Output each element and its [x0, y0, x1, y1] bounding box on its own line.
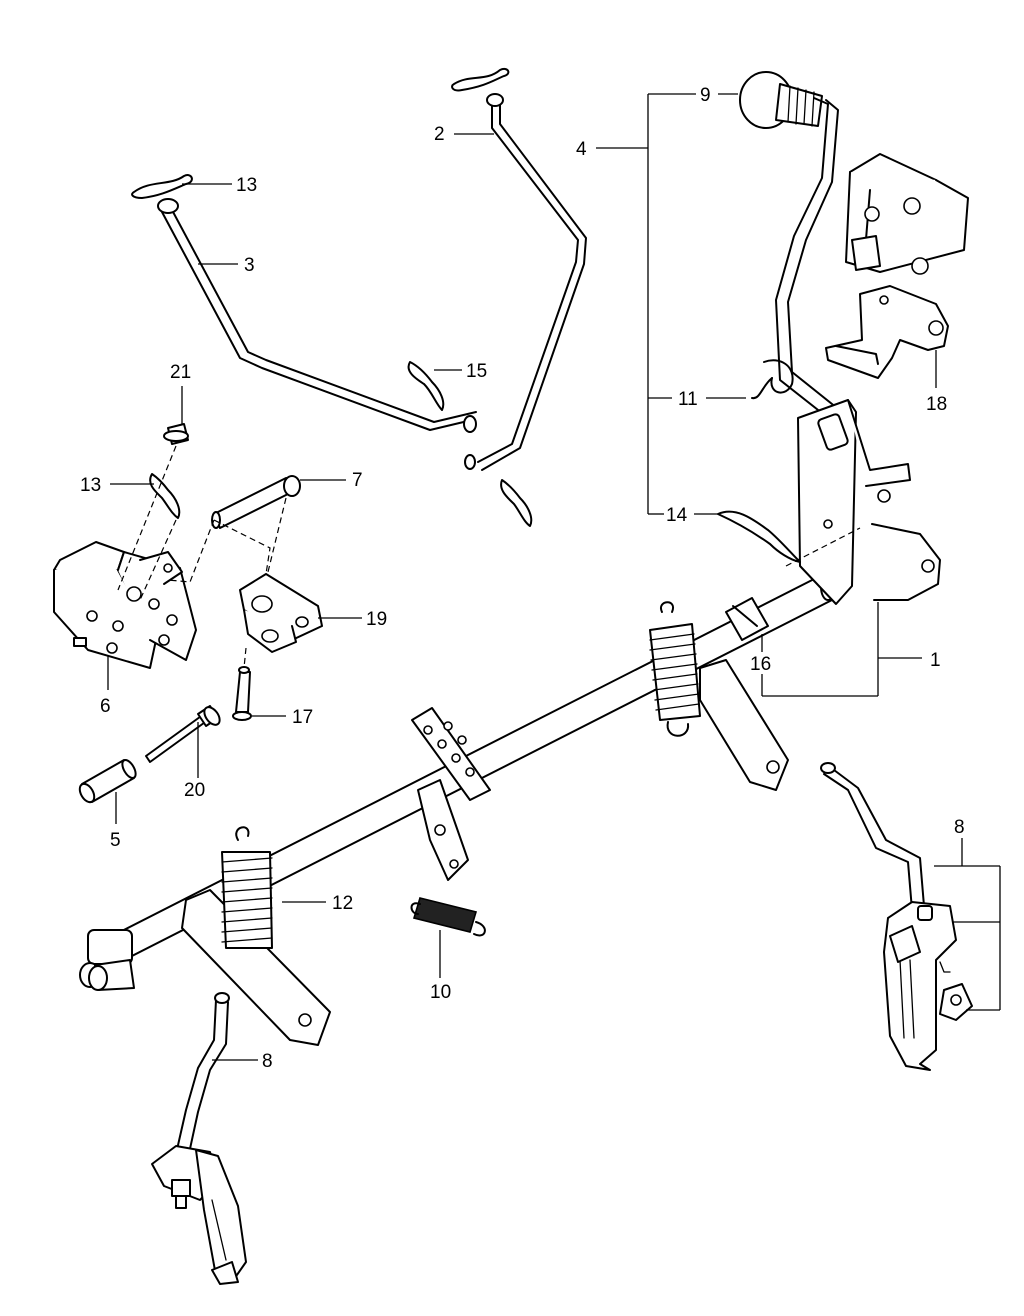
part-8-link-right — [820, 762, 973, 1071]
part-16-nut — [725, 597, 769, 641]
part-9-knob — [739, 71, 823, 129]
leader-lines — [107, 93, 1001, 1061]
label-part-6: 6 — [100, 696, 111, 717]
label-part-11: 11 — [678, 389, 698, 410]
assembly-lines-left — [117, 445, 287, 669]
part-clip-rod2-end — [500, 479, 533, 527]
part-8-link-left — [151, 992, 247, 1285]
part-13-clip-bracket — [149, 473, 181, 519]
label-part-13-top: 13 — [236, 175, 257, 196]
part-center-plate — [411, 707, 491, 881]
label-part-18: 18 — [926, 394, 947, 415]
part-12-spring-right — [649, 601, 701, 737]
label-part-10: 10 — [430, 982, 451, 1003]
part-left-arm — [181, 889, 331, 1046]
part-2-rod — [464, 93, 587, 471]
part-5-spacer — [78, 758, 137, 804]
label-part-15: 15 — [466, 361, 487, 382]
part-17-pin — [232, 666, 252, 721]
part-10-small-spring — [410, 897, 486, 937]
label-part-14: 14 — [666, 505, 688, 526]
label-part-1: 1 — [930, 650, 941, 671]
label-part-20: 20 — [184, 780, 205, 801]
part-15-clip — [407, 361, 445, 411]
part-19-clevis — [239, 573, 323, 653]
part-14-clip — [717, 510, 861, 567]
part-3-rod — [157, 198, 477, 433]
part-7-pin — [211, 475, 301, 529]
label-part-8-left: 8 — [262, 1051, 273, 1072]
label-part-12: 12 — [332, 893, 353, 914]
label-part-13-left: 13 — [80, 475, 101, 496]
part-bracket-assembly-top-right — [845, 153, 969, 275]
label-part-16: 16 — [750, 654, 771, 675]
part-right-arm — [699, 659, 789, 791]
label-part-3: 3 — [244, 255, 255, 276]
part-6-bracket — [53, 541, 197, 669]
label-part-7: 7 — [352, 470, 363, 491]
label-part-5: 5 — [110, 830, 121, 851]
label-part-9: 9 — [700, 85, 711, 106]
part-1-bracket — [797, 399, 941, 605]
part-13-clip-top-rod2 — [451, 67, 510, 92]
label-part-21: 21 — [170, 362, 191, 383]
part-20-bolt — [145, 705, 221, 763]
part-12-spring-left — [221, 826, 273, 949]
label-part-8-right: 8 — [954, 817, 965, 838]
part-labels: 1 2 3 4 5 6 7 8 8 9 10 11 12 13 13 14 15… — [80, 85, 965, 1072]
label-part-17: 17 — [292, 707, 313, 728]
label-part-2: 2 — [434, 124, 445, 145]
part-21-bolt — [163, 423, 189, 445]
part-13-clip-rod3 — [131, 174, 193, 199]
label-part-19: 19 — [366, 609, 387, 630]
label-part-4: 4 — [576, 139, 587, 160]
part-11-clip — [751, 359, 794, 400]
part-4-lever — [775, 97, 853, 433]
part-18-plate — [825, 285, 949, 379]
